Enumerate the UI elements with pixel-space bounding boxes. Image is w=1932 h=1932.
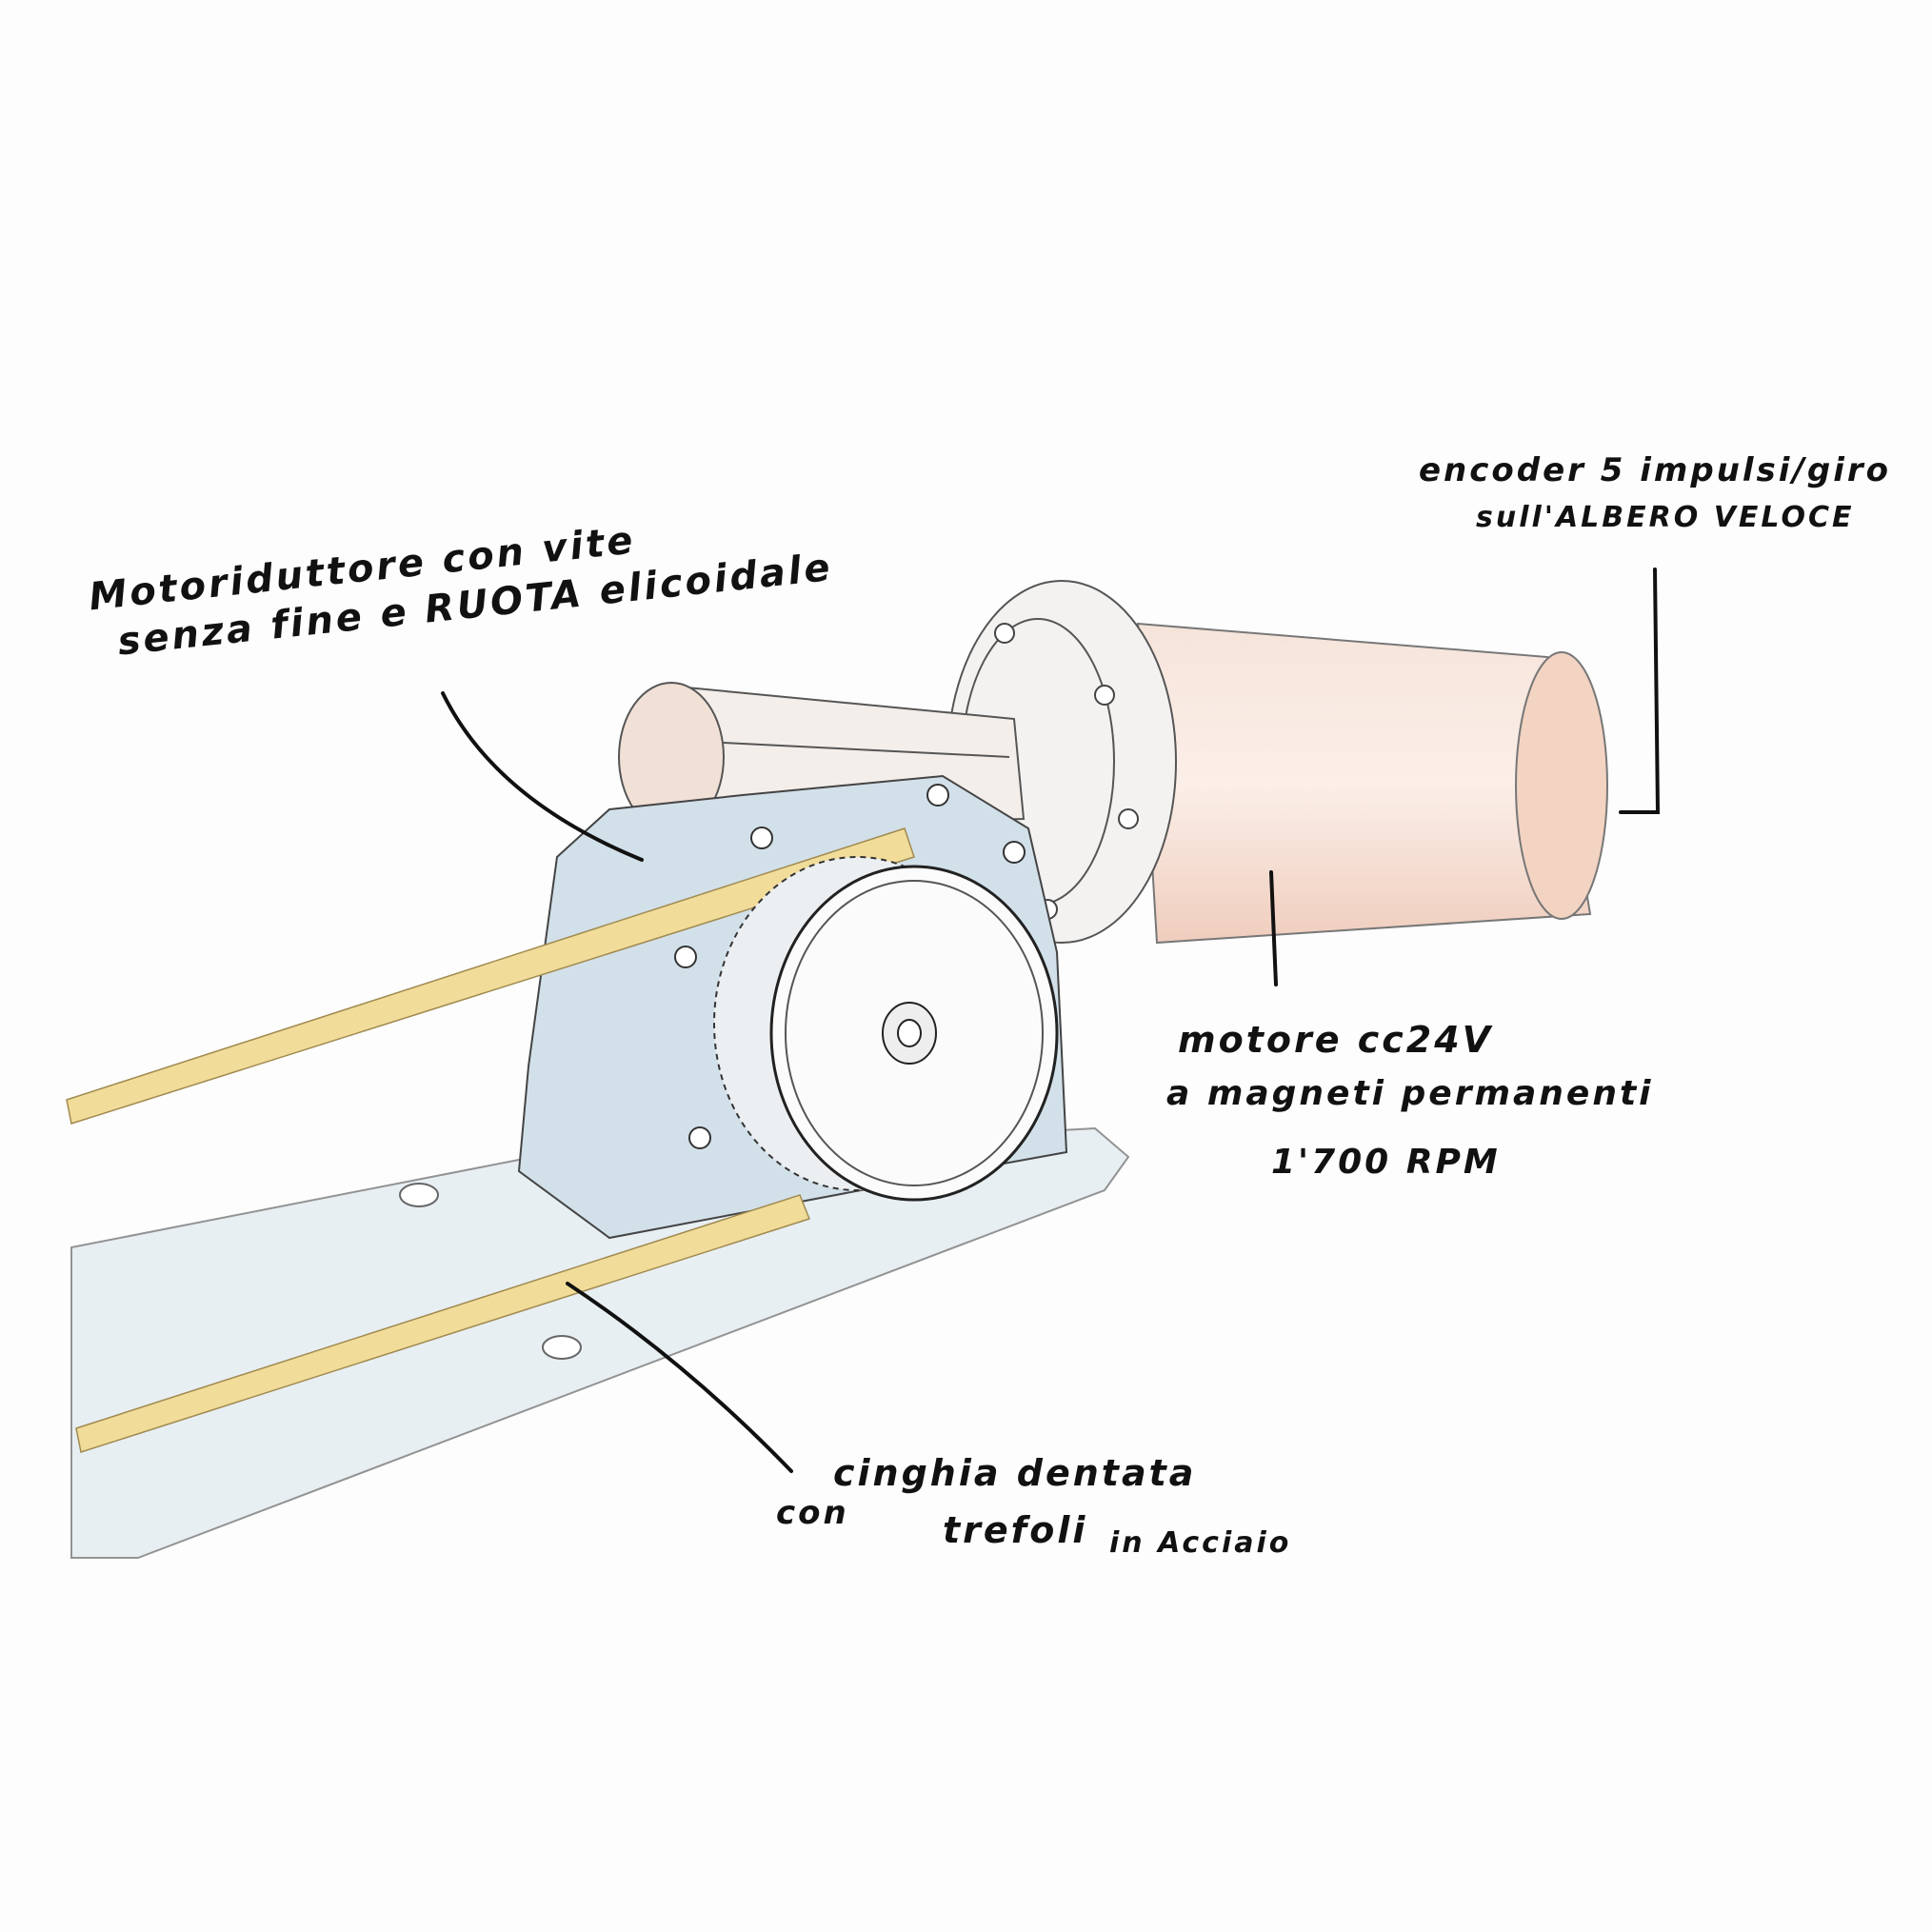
label-belt-acciaio: in Acciaio bbox=[1109, 1526, 1291, 1560]
leader-line-motor bbox=[1269, 870, 1278, 986]
gearbox-bolts bbox=[674, 784, 1026, 1149]
label-gearmotor: Motoriduttore con vite senza fine e RUOT… bbox=[87, 518, 834, 664]
label-belt-con: con bbox=[776, 1494, 849, 1532]
toothed-belt-lower bbox=[75, 1194, 810, 1453]
label-encoder-line1: encoder 5 impulsi/giro bbox=[1419, 451, 1891, 489]
label-belt-line1: cinghia dentata bbox=[833, 1452, 1196, 1494]
leader-line-belt bbox=[566, 1282, 793, 1473]
label-motor-line2: a magneti permanenti bbox=[1166, 1074, 1654, 1113]
toothed-belt-upper bbox=[66, 827, 915, 1125]
label-encoder-line2: sull'ALBERO VELOCE bbox=[1476, 501, 1854, 534]
dc-motor bbox=[1136, 622, 1608, 945]
leader-line-encoder bbox=[1619, 568, 1661, 814]
drive-pulley bbox=[769, 865, 1059, 1202]
leader-line-gearmotor bbox=[441, 691, 644, 862]
label-motor-line1: motore cc24V bbox=[1178, 1019, 1493, 1061]
plate-hole bbox=[542, 1335, 582, 1360]
label-motor-line3: 1'700 RPM bbox=[1271, 1143, 1501, 1182]
plate-hole bbox=[399, 1183, 439, 1207]
label-belt-trefoli: trefoli bbox=[943, 1509, 1087, 1551]
